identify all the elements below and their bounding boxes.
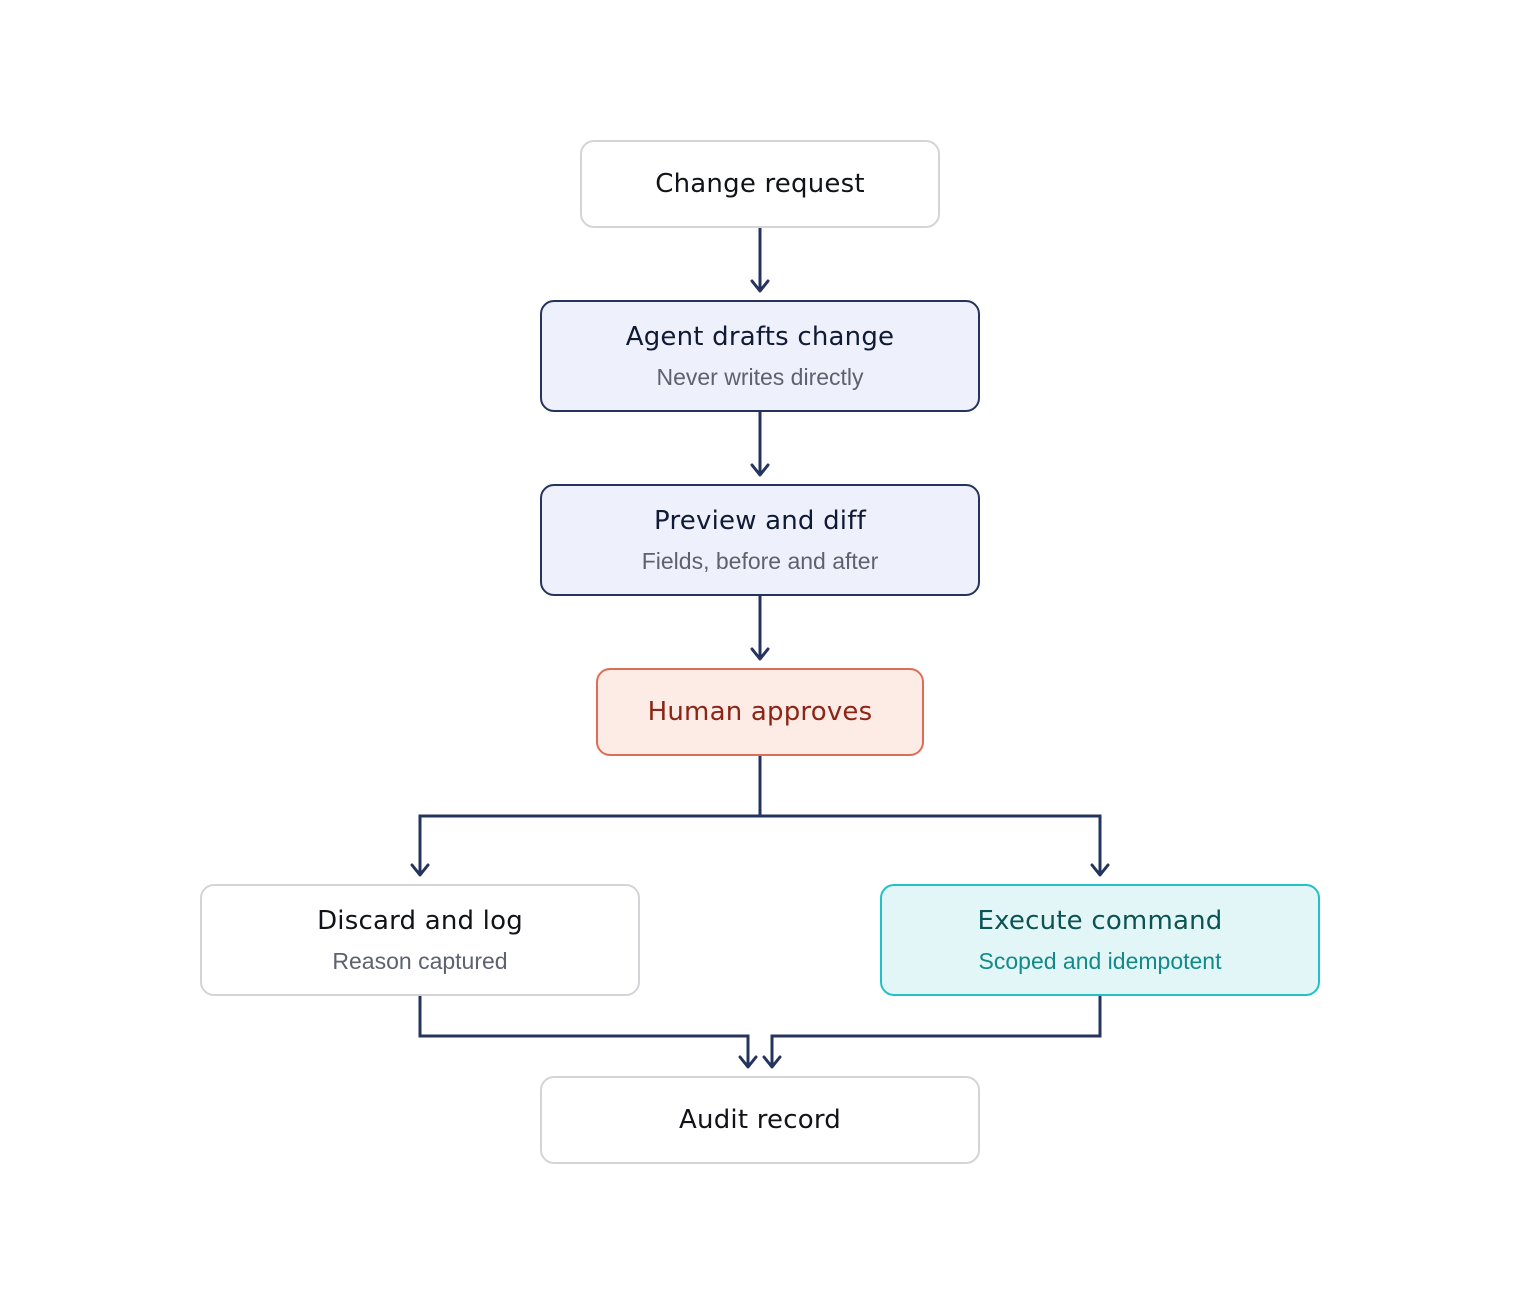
node-agent-drafts-change: Agent drafts change Never writes directl… (540, 300, 980, 412)
node-discard-and-log: Discard and log Reason captured (200, 884, 640, 996)
node-change-request: Change request (580, 140, 940, 228)
arrowhead-discard (410, 863, 430, 877)
node-title: Preview and diff (654, 505, 866, 536)
node-human-approves: Human approves (596, 668, 924, 756)
edge-discard-to-audit (418, 996, 750, 1067)
edge-execute-to-audit (770, 996, 1102, 1067)
arrowhead-audit-left (738, 1055, 758, 1069)
arrowhead-preview (750, 463, 770, 477)
arrowhead-approves (750, 647, 770, 661)
node-execute-command: Execute command Scoped and idempotent (880, 884, 1320, 996)
arrowhead-execute (1090, 863, 1110, 877)
arrowhead-drafts (750, 279, 770, 293)
arrowhead-audit-right (762, 1055, 782, 1069)
node-subtitle: Scoped and idempotent (978, 947, 1222, 974)
edge-approves-branches (418, 814, 1102, 875)
node-preview-and-diff: Preview and diff Fields, before and afte… (540, 484, 980, 596)
node-audit-record: Audit record (540, 1076, 980, 1164)
node-title: Execute command (977, 905, 1223, 936)
node-subtitle: Never writes directly (656, 363, 864, 390)
node-subtitle: Fields, before and after (641, 547, 879, 574)
node-title: Change request (655, 169, 865, 199)
node-title: Human approves (647, 697, 873, 727)
node-title: Audit record (679, 1105, 841, 1135)
node-title: Agent drafts change (625, 321, 895, 352)
node-title: Discard and log (317, 905, 523, 936)
node-subtitle: Reason captured (332, 947, 508, 974)
